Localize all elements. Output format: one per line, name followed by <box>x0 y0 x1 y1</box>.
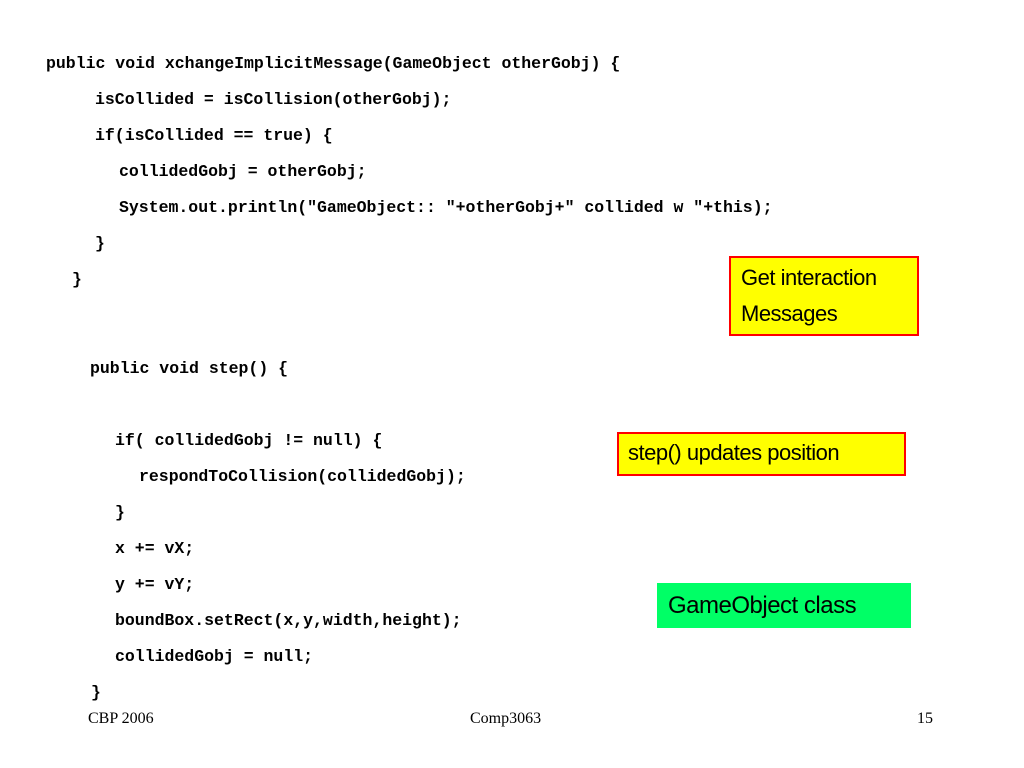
callout-line: Get interaction <box>741 265 877 290</box>
code-line: } <box>95 234 105 253</box>
code-line: collidedGobj = null; <box>115 647 314 666</box>
page-number: 15 <box>917 710 933 727</box>
callout-line: Messages <box>741 301 838 326</box>
code-line: isCollided = isCollision(otherGobj); <box>95 90 452 109</box>
code-line: collidedGobj = otherGobj; <box>119 162 367 181</box>
code-line: if(isCollided == true) { <box>95 126 333 145</box>
code-line: y += vY; <box>115 575 195 594</box>
code-line: } <box>72 270 82 289</box>
code-line: public void step() { <box>90 359 289 378</box>
code-line: System.out.println("GameObject:: "+other… <box>119 198 773 217</box>
callout-gameobject-class: GameObject class <box>657 583 911 628</box>
callout-get-interaction-messages: Get interaction Messages <box>729 256 919 336</box>
code-line: respondToCollision(collidedGobj); <box>139 467 466 486</box>
code-line: if( collidedGobj != null) { <box>115 431 383 450</box>
code-line: } <box>115 503 125 522</box>
code-line: } <box>91 683 101 702</box>
footer-center: Comp3063 <box>470 710 542 727</box>
footer-left: CBP 2006 <box>88 710 154 727</box>
code-line: x += vX; <box>115 539 195 558</box>
code-line: public void xchangeImplicitMessage(GameO… <box>46 54 621 73</box>
callout-step-updates-position: step() updates position <box>617 432 906 476</box>
code-line: boundBox.setRect(x,y,width,height); <box>115 611 462 630</box>
